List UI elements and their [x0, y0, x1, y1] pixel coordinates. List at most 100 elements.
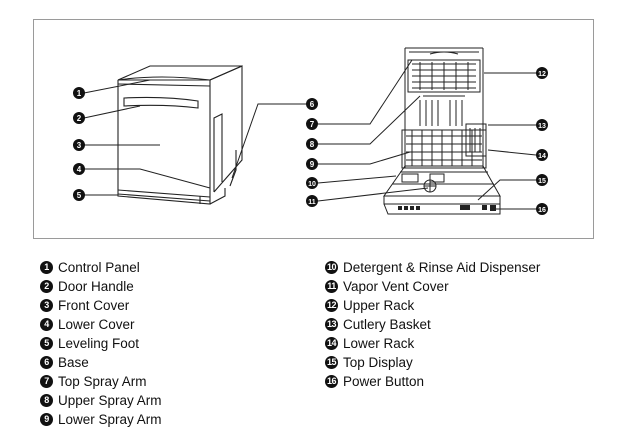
- callout-badge-number: 3: [77, 141, 82, 150]
- callout-badge-circle: [306, 138, 318, 150]
- callout-badge-number: 8: [310, 140, 315, 149]
- legend-item: 11 Vapor Vent Cover: [325, 277, 540, 296]
- callout-badge-7: 7: [306, 118, 318, 130]
- callout-badge-number: 10: [308, 181, 316, 188]
- legend-item: 6 Base: [40, 353, 162, 372]
- callout-badge-circle: [306, 195, 318, 207]
- legend-label: Base: [58, 355, 89, 370]
- number-badge-icon: 16: [325, 375, 338, 388]
- callout-badge-number: 5: [77, 191, 82, 200]
- open-dishwasher-illustration: [383, 47, 501, 215]
- number-badge-icon: 13: [325, 318, 338, 331]
- legend-label: Power Button: [343, 374, 425, 389]
- number-badge-icon: 10: [325, 261, 338, 274]
- callout-badge-circle: [306, 98, 318, 110]
- legend-label: Leveling Foot: [58, 336, 140, 351]
- callout-badge-10: 10: [306, 177, 318, 189]
- legend-item: 10 Detergent & Rinse Aid Dispenser: [325, 258, 540, 277]
- callout-badge-circle: [73, 163, 85, 175]
- callout-badge-number: 6: [310, 100, 315, 109]
- callout-badge-2: 2: [73, 112, 85, 124]
- callout-badge-circle: [536, 67, 548, 79]
- callout-badge-number: 16: [538, 207, 546, 214]
- callout-badge-number: 4: [77, 165, 82, 174]
- callout-badge-number: 13: [538, 123, 546, 130]
- number-badge-icon: 7: [40, 375, 53, 388]
- legend-item: 16 Power Button: [325, 372, 540, 391]
- legend-label: Detergent & Rinse Aid Dispenser: [343, 260, 541, 275]
- number-badge-icon: 9: [40, 413, 53, 426]
- callout-badge-circle: [536, 174, 548, 186]
- callout-badge-15: 15: [536, 174, 548, 186]
- callout-badge-4: 4: [73, 163, 85, 175]
- legend-label: Lower Cover: [58, 317, 135, 332]
- legend-label: Front Cover: [58, 298, 130, 313]
- legend-label: Top Spray Arm: [58, 374, 147, 389]
- callout-badge-11: 11: [306, 195, 318, 207]
- callout-badge-14: 14: [536, 149, 548, 161]
- number-badge-icon: 12: [325, 299, 338, 312]
- number-badge-icon: 15: [325, 356, 338, 369]
- legend-item: 9 Lower Spray Arm: [40, 410, 162, 429]
- number-badge-icon: 14: [325, 337, 338, 350]
- legend-label: Upper Rack: [343, 298, 415, 313]
- callout-badge-circle: [536, 203, 548, 215]
- number-badge-icon: 1: [40, 261, 53, 274]
- legend-label: Cutlery Basket: [343, 317, 431, 332]
- callout-badge-number: 11: [308, 199, 316, 206]
- legend-item: 5 Leveling Foot: [40, 334, 162, 353]
- callout-badge-circle: [306, 177, 318, 189]
- callout-badge-circle: [306, 118, 318, 130]
- number-badge-icon: 2: [40, 280, 53, 293]
- callout-badge-circle: [73, 189, 85, 201]
- number-badge-icon: 11: [325, 280, 338, 293]
- callout-badge-8: 8: [306, 138, 318, 150]
- legend-label: Lower Spray Arm: [58, 412, 162, 427]
- legend-item: 2 Door Handle: [40, 277, 162, 296]
- number-badge-icon: 3: [40, 299, 53, 312]
- number-badge-icon: 4: [40, 318, 53, 331]
- legend-item: 1 Control Panel: [40, 258, 162, 277]
- callout-badge-number: 1: [77, 89, 82, 98]
- legend-item: 14 Lower Rack: [325, 334, 540, 353]
- callout-badge-number: 14: [538, 153, 546, 160]
- callout-badge-5: 5: [73, 189, 85, 201]
- legend-label: Lower Rack: [343, 336, 415, 351]
- callout-badge-12: 12: [536, 67, 548, 79]
- callout-badge-9: 9: [306, 158, 318, 170]
- legend-item: 15 Top Display: [325, 353, 540, 372]
- leader-lines: [83, 59, 537, 210]
- callout-badge-circle: [73, 87, 85, 99]
- legend-item: 8 Upper Spray Arm: [40, 391, 162, 410]
- callout-badge-circle: [536, 149, 548, 161]
- number-badge-icon: 8: [40, 394, 53, 407]
- control-panel-buttons: [398, 205, 496, 211]
- callout-badge-circle: [73, 112, 85, 124]
- callout-badge-16: 16: [536, 203, 548, 215]
- callout-badge-3: 3: [73, 139, 85, 151]
- callout-badge-circle: [306, 158, 318, 170]
- callout-badge-number: 15: [538, 178, 546, 185]
- legend-label: Upper Spray Arm: [58, 393, 162, 408]
- callout-badge-number: 12: [538, 71, 546, 78]
- callout-badge-1: 1: [73, 87, 85, 99]
- number-badge-icon: 6: [40, 356, 53, 369]
- callout-badge-circle: [536, 119, 548, 131]
- legend-item: 12 Upper Rack: [325, 296, 540, 315]
- legend-item: 3 Front Cover: [40, 296, 162, 315]
- callout-badge-number: 2: [77, 114, 82, 123]
- legend-item: 7 Top Spray Arm: [40, 372, 162, 391]
- closed-dishwasher-illustration: [117, 65, 243, 205]
- diagram-frame: [33, 19, 594, 239]
- callout-badge-13: 13: [536, 119, 548, 131]
- legend-label: Top Display: [343, 355, 413, 370]
- legend-label: Control Panel: [58, 260, 140, 275]
- number-badge-icon: 5: [40, 337, 53, 350]
- legend-label: Vapor Vent Cover: [343, 279, 449, 294]
- legend-item: 4 Lower Cover: [40, 315, 162, 334]
- legend-label: Door Handle: [58, 279, 134, 294]
- callout-badge-6: 6: [306, 98, 318, 110]
- callout-badge-number: 9: [310, 160, 315, 169]
